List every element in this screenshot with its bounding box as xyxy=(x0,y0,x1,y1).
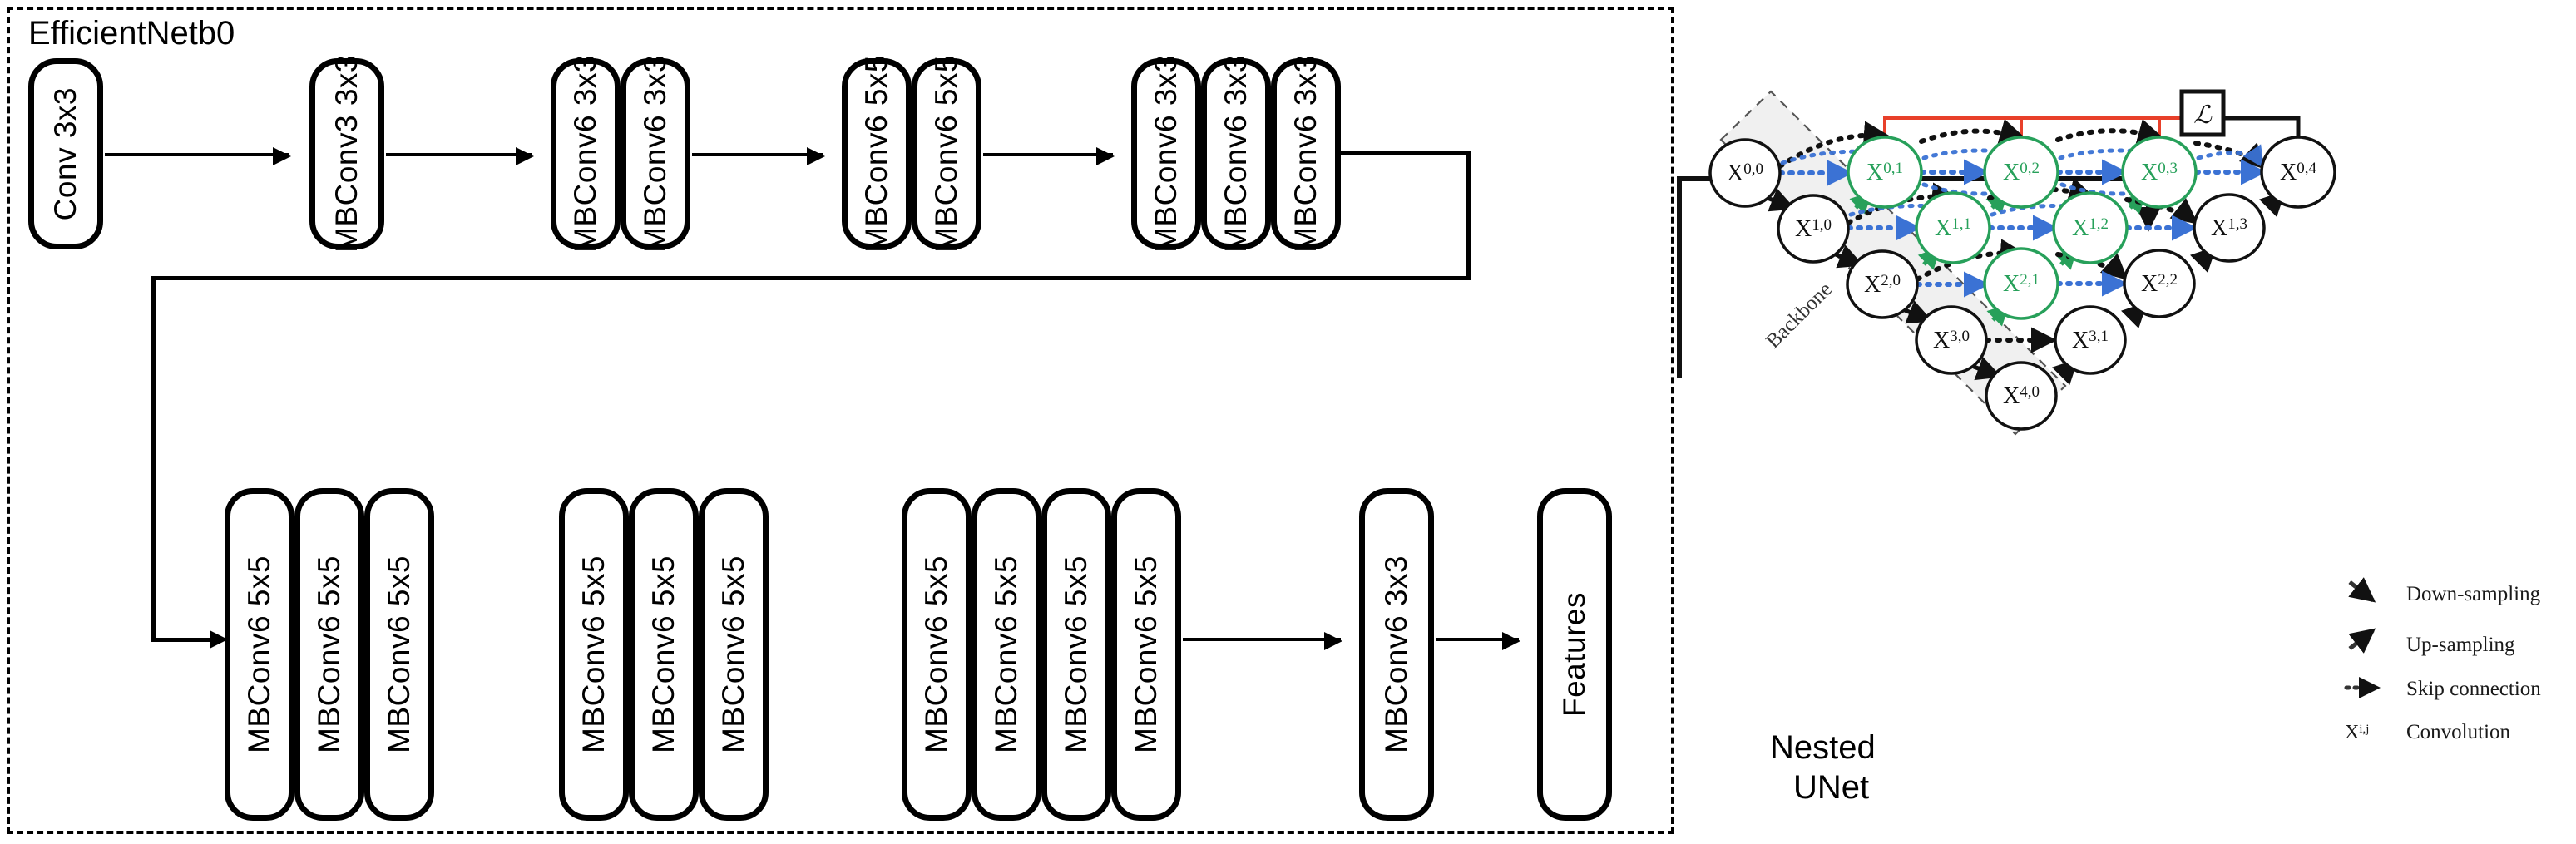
block-label: MBConv6 5x5 xyxy=(1129,555,1163,753)
block-label: Features xyxy=(1557,591,1591,717)
block-r2-mbconv6-5x5-f1[interactable]: MBConv6 5x5 xyxy=(902,488,972,821)
block-label: MBConv6 5x5 xyxy=(1059,555,1093,753)
block-r2-mbconv6-3x3[interactable]: MBConv6 3x3 xyxy=(1359,488,1434,821)
block-features[interactable]: Features xyxy=(1537,488,1612,821)
node-X13[interactable]: X1,3 xyxy=(2193,193,2266,263)
node-X30[interactable]: X3,0 xyxy=(1915,305,1988,375)
block-r2-mbconv6-5x5-e3[interactable]: MBConv6 5x5 xyxy=(699,488,769,821)
block-label: MBConv6 5x5 xyxy=(929,55,963,253)
block-label: MBConv6 3x3 xyxy=(1288,55,1323,253)
block-label: MBConv6 5x5 xyxy=(859,55,893,253)
nested-unet-panel: Backbone ℒ xyxy=(1674,0,2576,844)
wrap-wire-h-bottom xyxy=(151,638,210,642)
caption-line-1: Nested xyxy=(1770,729,1876,766)
arrow-group3-to-group4 xyxy=(983,147,1115,165)
block-mbconv6-3x3-a2[interactable]: MBConv6 3x3 xyxy=(621,55,690,253)
legend-label-skip-connection: Skip connection xyxy=(2406,678,2541,700)
block-mbconv6-3x3-a1[interactable]: MBConv6 3x3 xyxy=(551,55,621,253)
block-label: MBConv6 3x3 xyxy=(1149,55,1183,253)
arrow-r2-mbconv6-3x3-to-features xyxy=(1436,632,1520,650)
block-mbconv6-3x3-c1[interactable]: MBConv6 3x3 xyxy=(1131,55,1201,253)
node-label: X1,2 xyxy=(2072,215,2109,241)
deep-supervision-wiring xyxy=(1883,116,2301,139)
block-r2-mbconv6-5x5-d2[interactable]: MBConv6 5x5 xyxy=(294,488,364,821)
legend-label-up-sampling: Up-sampling xyxy=(2406,634,2515,656)
block-label: MBConv6 5x5 xyxy=(989,555,1023,753)
block-label: MBConv6 5x5 xyxy=(242,555,276,753)
block-r2-mbconv6-5x5-d3[interactable]: MBConv6 5x5 xyxy=(364,488,434,821)
block-r2-mbconv6-5x5-e1[interactable]: MBConv6 5x5 xyxy=(559,488,629,821)
block-mbconv3-3x3[interactable]: MBConv3 3x3 xyxy=(309,55,384,253)
legend-label-down-sampling: Down-sampling xyxy=(2406,583,2541,605)
block-label: MBConv6 5x5 xyxy=(576,555,611,753)
up-arrow-icon xyxy=(2348,628,2376,654)
node-X04[interactable]: X0,4 xyxy=(2260,136,2336,209)
node-X20[interactable]: X2,0 xyxy=(1846,249,1919,319)
block-label: MBConv6 5x5 xyxy=(646,555,680,753)
wrap-wire-v-right xyxy=(1466,151,1471,280)
wrap-wire-v-left xyxy=(151,276,156,642)
node-X02[interactable]: X0,2 xyxy=(1983,136,2059,209)
arrow-mbconv3-to-group2 xyxy=(386,147,534,165)
backbone-label: Backbone xyxy=(1762,278,1837,353)
wrap-wire-arrow-head xyxy=(210,630,228,649)
arrow-group2-to-group3 xyxy=(692,147,825,165)
block-label: MBConv6 5x5 xyxy=(382,555,416,753)
block-r2-mbconv6-5x5-f3[interactable]: MBConv6 5x5 xyxy=(1041,488,1111,821)
block-label: MBConv6 3x3 xyxy=(568,55,602,253)
block-r2-mbconv6-5x5-d1[interactable]: MBConv6 5x5 xyxy=(225,488,294,821)
block-label: MBConv6 5x5 xyxy=(919,555,953,753)
dense-skip-edges-blue xyxy=(1777,159,2267,298)
nested-unet-caption: Nested UNet xyxy=(1770,728,1876,807)
block-conv-3x3[interactable]: Conv 3x3 xyxy=(28,58,103,249)
legend: Down-sampling Up-sampling Skip connectio… xyxy=(2344,577,2541,743)
node-X11[interactable]: X1,1 xyxy=(1915,191,1991,264)
wrap-wire-h-top xyxy=(1341,151,1471,155)
block-label: MBConv6 3x3 xyxy=(1219,55,1253,253)
caption-line-2: UNet xyxy=(1793,769,1870,806)
block-label: MBConv6 3x3 xyxy=(1379,555,1413,753)
arrow-conv-to-mbconv3 xyxy=(105,147,291,165)
block-r2-mbconv6-5x5-e2[interactable]: MBConv6 5x5 xyxy=(629,488,699,821)
node-X00[interactable]: X0,0 xyxy=(1708,138,1782,208)
block-label: MBConv6 3x3 xyxy=(638,55,672,253)
down-arrow-icon xyxy=(2348,577,2376,603)
arrow-r2-group7-to-mbconv6-3x3 xyxy=(1183,632,1342,650)
node-X22[interactable]: X2,2 xyxy=(2123,249,2196,318)
efficientnet-title: EfficientNetb0 xyxy=(28,15,235,52)
node-X40[interactable]: X4,0 xyxy=(1985,361,2058,431)
node-X31[interactable]: X3,1 xyxy=(2054,305,2127,375)
loss-symbol: ℒ xyxy=(2193,101,2213,129)
node-X01[interactable]: X0,1 xyxy=(1847,136,1923,209)
block-label: MBConv6 5x5 xyxy=(716,555,750,753)
node-X21[interactable]: X2,1 xyxy=(1983,247,2059,320)
block-label: MBConv3 3x3 xyxy=(329,55,363,253)
block-r2-mbconv6-5x5-f4[interactable]: MBConv6 5x5 xyxy=(1111,488,1181,821)
block-mbconv6-5x5-b2[interactable]: MBConv6 5x5 xyxy=(912,55,981,253)
unet-nodes[interactable]: X0,0 X0,1 X0,2 X0,3 X0,4 X1,0 xyxy=(1708,136,2336,431)
block-mbconv6-3x3-c2[interactable]: MBConv6 3x3 xyxy=(1201,55,1271,253)
efficientnet-panel: EfficientNetb0 Conv 3x3 MBConv3 3x3 MBCo… xyxy=(7,7,1674,834)
nested-unet-diagram: Backbone ℒ xyxy=(1677,89,2541,743)
block-mbconv6-5x5-b1[interactable]: MBConv6 5x5 xyxy=(842,55,912,253)
wrap-wire-h-mid xyxy=(151,276,1471,280)
node-X10[interactable]: X1,0 xyxy=(1777,194,1850,264)
node-X03[interactable]: X0,3 xyxy=(2121,136,2198,209)
block-label: Conv 3x3 xyxy=(48,86,82,221)
block-r2-mbconv6-5x5-f2[interactable]: MBConv6 5x5 xyxy=(972,488,1041,821)
loss-box: ℒ xyxy=(2179,89,2226,137)
convolution-node-icon: Xi,j xyxy=(2345,722,2369,743)
block-label: MBConv6 5x5 xyxy=(312,555,346,753)
legend-label-convolution: Convolution xyxy=(2406,721,2511,743)
block-mbconv6-3x3-c3[interactable]: MBConv6 3x3 xyxy=(1271,55,1341,253)
node-X12[interactable]: X1,2 xyxy=(2052,191,2129,264)
